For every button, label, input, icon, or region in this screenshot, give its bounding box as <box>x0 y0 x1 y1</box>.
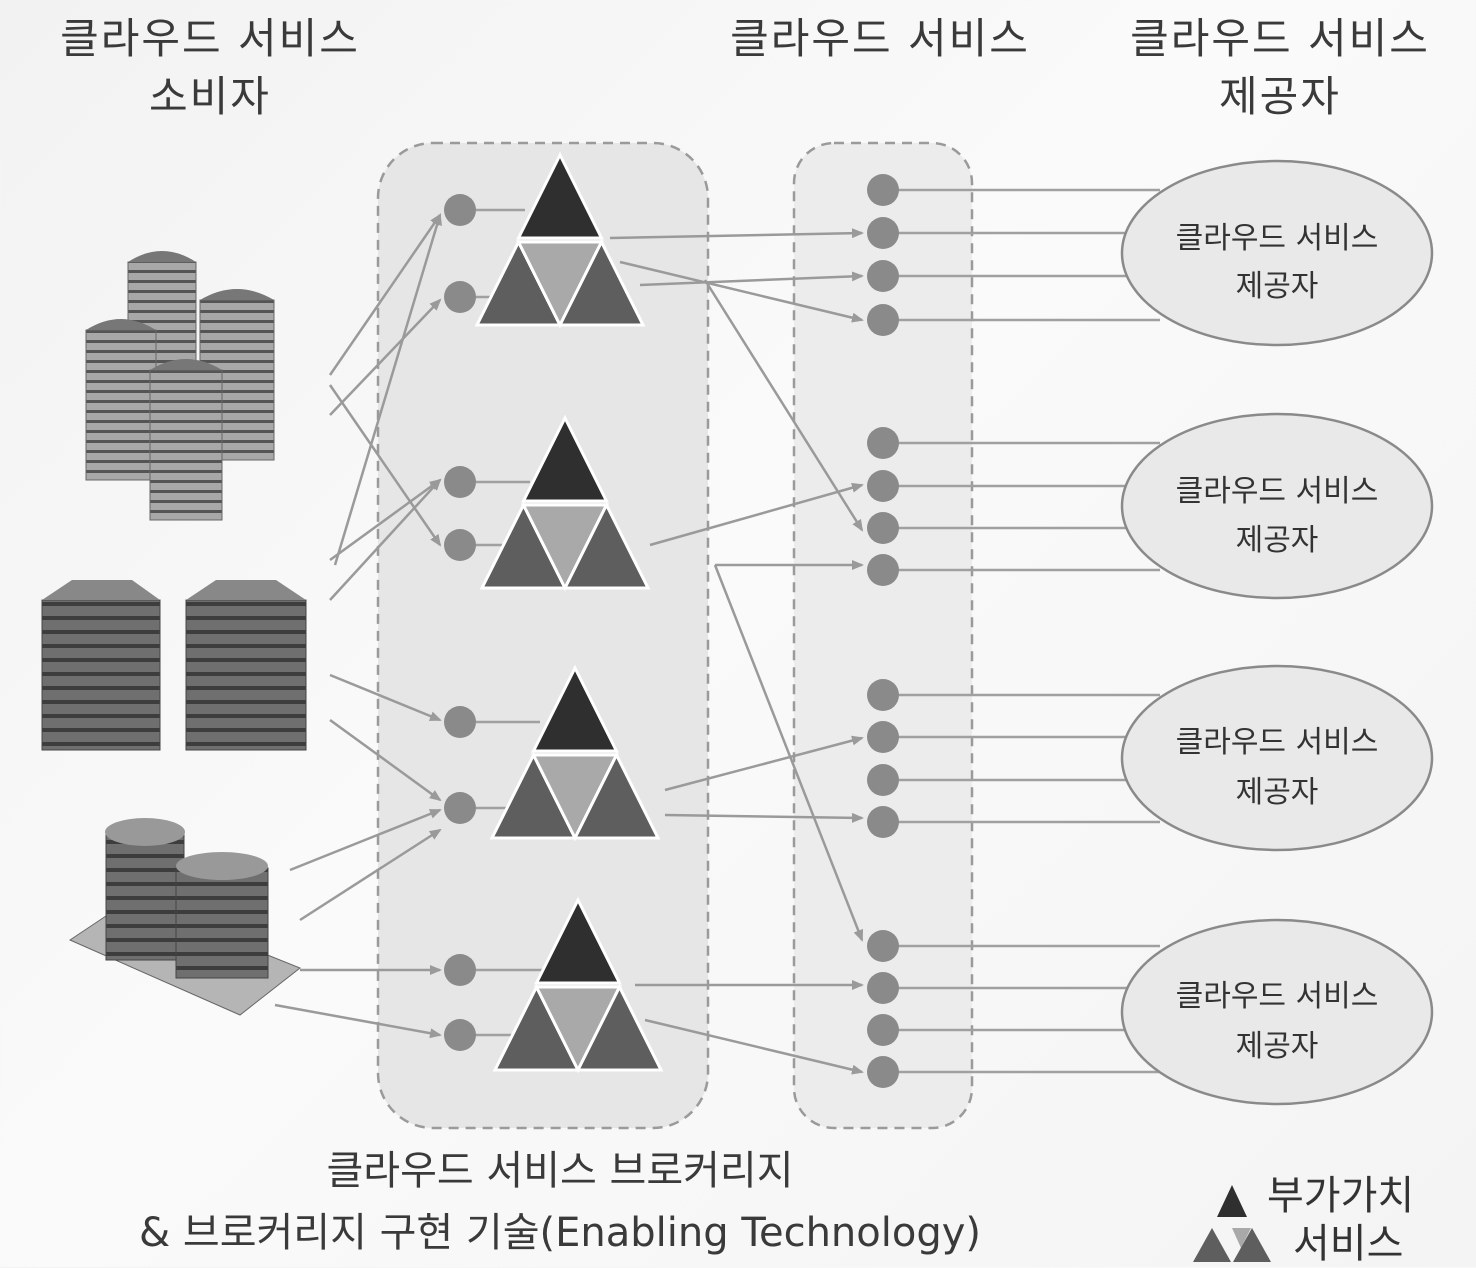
broker-input-node <box>444 281 476 313</box>
provider-2-line2: 제공자 <box>1236 523 1319 558</box>
service-triangle-right <box>557 238 646 327</box>
value-added-triangle <box>534 896 622 985</box>
broker-input-node <box>444 954 476 986</box>
service-node <box>867 304 899 336</box>
service-node <box>867 174 899 206</box>
consumer-header: 클라우드 서비스 소비자 <box>30 10 390 126</box>
broker-arrow <box>713 564 864 942</box>
service-header-line1: 클라우드 서비스 <box>730 14 1030 63</box>
provider-1-line1: 클라우드 서비스 <box>1176 221 1379 256</box>
provider-header-line2: 제공자 <box>1219 72 1341 121</box>
service-node <box>867 260 899 292</box>
consumer-arrow <box>329 478 442 601</box>
broker-input-node <box>444 466 476 498</box>
consumer-arrow <box>328 384 442 547</box>
datacenter-icon <box>68 818 301 1016</box>
provider-3: 클라우드 서비스 제공자 <box>1120 664 1434 852</box>
broker-arrow <box>649 482 864 547</box>
broker-arrow <box>609 228 864 240</box>
legend-triangles-icon <box>1193 1185 1271 1262</box>
consumer-header-line2: 소비자 <box>149 72 271 121</box>
caption-line2: & 브로커리지 구현 기술(Enabling Technology) <box>138 1210 982 1256</box>
service-node <box>867 806 899 838</box>
value-added-triangle <box>516 151 604 240</box>
provider-3-line2: 제공자 <box>1236 775 1319 810</box>
service-node <box>867 679 899 711</box>
provider-1-line2: 제공자 <box>1236 269 1319 304</box>
service-node <box>867 972 899 1004</box>
consumer-arrow <box>329 718 442 802</box>
service-node <box>867 470 899 502</box>
office-buildings-icon <box>41 580 307 751</box>
broker-input-node <box>444 792 476 824</box>
provider-4-line1: 클라우드 서비스 <box>1176 979 1379 1014</box>
service-node <box>867 554 899 586</box>
service-node <box>867 930 899 962</box>
service-node <box>867 721 899 753</box>
service-node <box>867 512 899 544</box>
broker-arrow <box>664 735 864 792</box>
broker-input-node <box>444 706 476 738</box>
service-node <box>867 764 899 796</box>
provider-header-line1: 클라우드 서비스 <box>1130 14 1430 63</box>
service-header: 클라우드 서비스 <box>700 10 1060 68</box>
provider-header: 클라우드 서비스 제공자 <box>1100 10 1460 126</box>
consumer-arrow <box>289 808 442 872</box>
service-node <box>867 1056 899 1088</box>
service-nodes <box>444 151 899 1088</box>
broker-arrow <box>619 260 864 323</box>
provider-3-line1: 클라우드 서비스 <box>1176 725 1379 760</box>
value-added-triangle <box>521 414 609 503</box>
service-node <box>867 427 899 459</box>
broker-arrow <box>639 271 864 287</box>
broker-input-node <box>444 194 476 226</box>
service-node <box>867 217 899 249</box>
value-added-triangle <box>531 664 619 753</box>
provider-4-line2: 제공자 <box>1236 1029 1319 1064</box>
caption-line1: 클라우드 서비스 브로커리지 <box>326 1148 794 1194</box>
consumer-arrow <box>299 828 442 922</box>
consumer-arrow <box>329 478 442 562</box>
provider-4: 클라우드 서비스 제공자 <box>1120 918 1434 1106</box>
consumer-arrow <box>328 213 442 376</box>
provider-1: 클라우드 서비스 제공자 <box>1120 159 1434 347</box>
service-triangle-right <box>562 501 651 590</box>
consumer-arrow <box>329 673 442 722</box>
broker-input-node <box>444 1019 476 1051</box>
tower-buildings-icon <box>85 251 275 521</box>
service-triangle-right <box>572 751 661 840</box>
consumer-arrow <box>333 213 442 566</box>
provider-2: 클라우드 서비스 제공자 <box>1120 412 1434 600</box>
provider-2-line1: 클라우드 서비스 <box>1176 474 1379 509</box>
service-node <box>867 1014 899 1046</box>
brokerage-caption: 클라우드 서비스 브로커리지 & 브로커리지 구현 기술(Enabling Te… <box>60 1140 1060 1264</box>
legend: 부가가치 서비스 <box>1185 1168 1476 1267</box>
consumer-header-line1: 클라우드 서비스 <box>60 14 360 63</box>
legend-service-label: 서비스 <box>1293 1221 1404 1267</box>
service-triangle-right <box>575 983 664 1072</box>
brokerage-panel <box>376 141 710 1130</box>
consumer-arrow <box>329 298 442 416</box>
broker-arrow <box>703 279 864 532</box>
connection-links <box>274 188 1160 1075</box>
broker-input-node <box>444 529 476 561</box>
broker-arrow <box>664 812 864 823</box>
broker-arrow <box>644 1018 864 1075</box>
consumer-arrow <box>274 1003 442 1039</box>
legend-value-added-label: 부가가치 <box>1267 1173 1415 1219</box>
